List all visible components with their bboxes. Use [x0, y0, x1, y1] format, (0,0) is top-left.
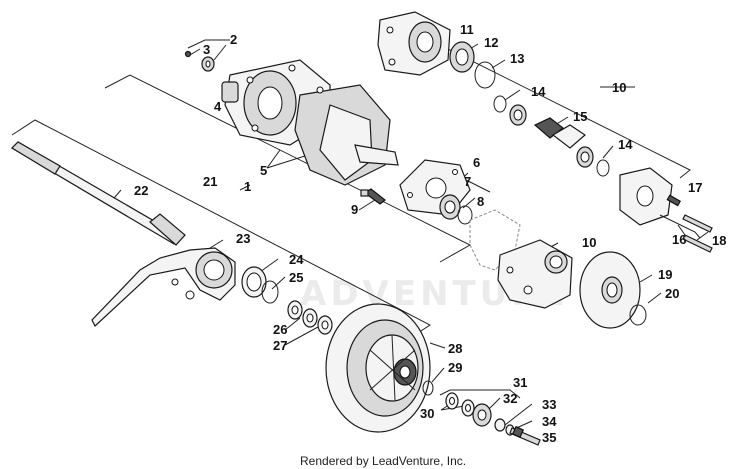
credit-text: Rendered by LeadVenture, Inc. [300, 454, 466, 468]
callout-labels: 1 2 3 4 5 6 7 8 9 10 10 11 12 13 14 14 1… [134, 22, 726, 445]
callout-19: 19 [658, 267, 672, 282]
callout-15: 15 [573, 109, 587, 124]
bearing-12 [449, 41, 475, 73]
callout-34: 34 [542, 414, 557, 429]
ring-8 [457, 205, 473, 225]
ring-25 [261, 280, 279, 304]
callout-23: 23 [236, 231, 250, 246]
callout-7: 7 [464, 174, 471, 189]
caliper-16 [619, 167, 701, 239]
clip-20 [629, 304, 647, 326]
callout-12: 12 [484, 35, 498, 50]
callout-30: 30 [420, 406, 434, 421]
callout-13: 13 [510, 51, 524, 66]
swing-arm-23 [91, 247, 236, 327]
callout-21: 21 [203, 174, 217, 189]
callout-25: 25 [289, 270, 303, 285]
bearing-7 [439, 194, 461, 220]
callout-10b: 10 [582, 235, 596, 250]
cover-plate-6 [399, 159, 471, 216]
callout-31: 31 [513, 375, 527, 390]
ring-29 [422, 380, 434, 396]
callout-9: 9 [351, 202, 358, 217]
callout-24: 24 [289, 252, 304, 267]
callout-26: 26 [273, 322, 287, 337]
shaft-22 [11, 141, 186, 246]
callout-11: 11 [460, 22, 474, 37]
callout-27: 27 [273, 338, 287, 353]
callout-18: 18 [712, 233, 726, 248]
washers-26-27 [287, 300, 333, 335]
callout-28: 28 [448, 341, 462, 356]
seal-3 [184, 50, 215, 72]
callout-2: 2 [230, 32, 237, 47]
callout-14b: 14 [618, 137, 633, 152]
pads-15 [533, 117, 586, 149]
callout-20: 20 [665, 286, 679, 301]
callout-6: 6 [473, 155, 480, 170]
bolt-9 [360, 188, 386, 205]
bearing-24 [241, 266, 267, 298]
ring-13 [474, 61, 496, 89]
fittings-17-18 [666, 194, 713, 253]
disc-19 [579, 251, 641, 329]
callout-33: 33 [542, 397, 556, 412]
case-11 [377, 11, 451, 76]
callout-4: 4 [214, 99, 222, 114]
callout-17: 17 [688, 180, 702, 195]
clutch-28 [325, 303, 431, 433]
callout-32: 32 [503, 391, 517, 406]
callout-29: 29 [448, 360, 462, 375]
washers-30-32 [445, 392, 492, 427]
callout-5: 5 [260, 163, 267, 178]
callout-3: 3 [203, 42, 210, 57]
hardware-33-35 [494, 418, 541, 446]
seals-14 [493, 95, 610, 177]
callout-35: 35 [542, 430, 556, 445]
housing-1 [221, 59, 399, 186]
callout-8: 8 [477, 194, 484, 209]
bracket-10 [497, 239, 573, 309]
callout-10a: 10 [612, 80, 626, 95]
callout-14a: 14 [531, 84, 546, 99]
callout-1: 1 [244, 179, 251, 194]
callout-16: 16 [672, 232, 686, 247]
callout-22: 22 [134, 183, 148, 198]
